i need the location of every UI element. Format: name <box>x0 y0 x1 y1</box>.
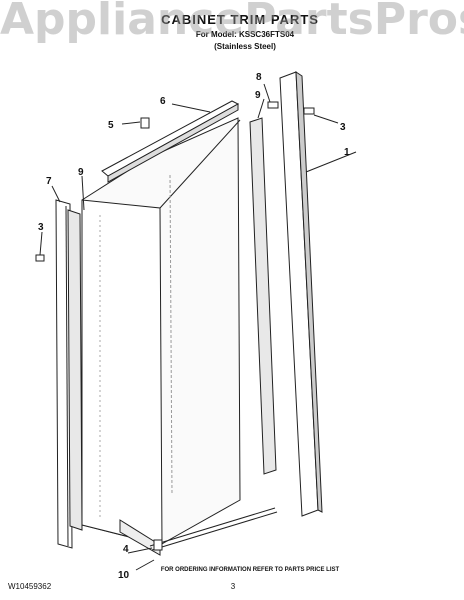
top-trim-rail <box>101 100 240 183</box>
finish-label: (Stainless Steel) <box>214 42 276 51</box>
right-side-trim <box>279 71 323 517</box>
callout-9-left: 9 <box>78 167 84 178</box>
screw-icon <box>35 101 315 551</box>
callout-5: 5 <box>108 120 114 131</box>
page-title: CABINET TRIM PARTS <box>161 12 319 27</box>
ordering-note: FOR ORDERING INFORMATION REFER TO PARTS … <box>160 567 340 573</box>
callout-4: 4 <box>123 544 129 555</box>
callout-3-left: 3 <box>38 222 44 233</box>
callout-9-right: 9 <box>255 90 261 101</box>
callout-8: 8 <box>256 72 262 83</box>
callout-1: 1 <box>344 147 350 158</box>
model-number: For Model: KSSC36FTS04 <box>195 30 295 39</box>
right-gasket-strip <box>249 117 277 475</box>
callout-10: 10 <box>118 570 130 581</box>
left-gasket-strip <box>67 209 83 531</box>
bottom-trim-rod <box>149 507 278 551</box>
page-number: 3 <box>230 582 236 591</box>
callout-leaders <box>39 83 357 571</box>
callout-labels: 1 3 3 4 5 6 7 8 9 9 10 <box>38 72 350 581</box>
document-number: W10459362 <box>8 582 52 591</box>
callout-6: 6 <box>160 96 166 107</box>
cabinet-body <box>81 117 241 556</box>
callout-3-right: 3 <box>340 122 346 133</box>
callout-7: 7 <box>46 176 52 187</box>
